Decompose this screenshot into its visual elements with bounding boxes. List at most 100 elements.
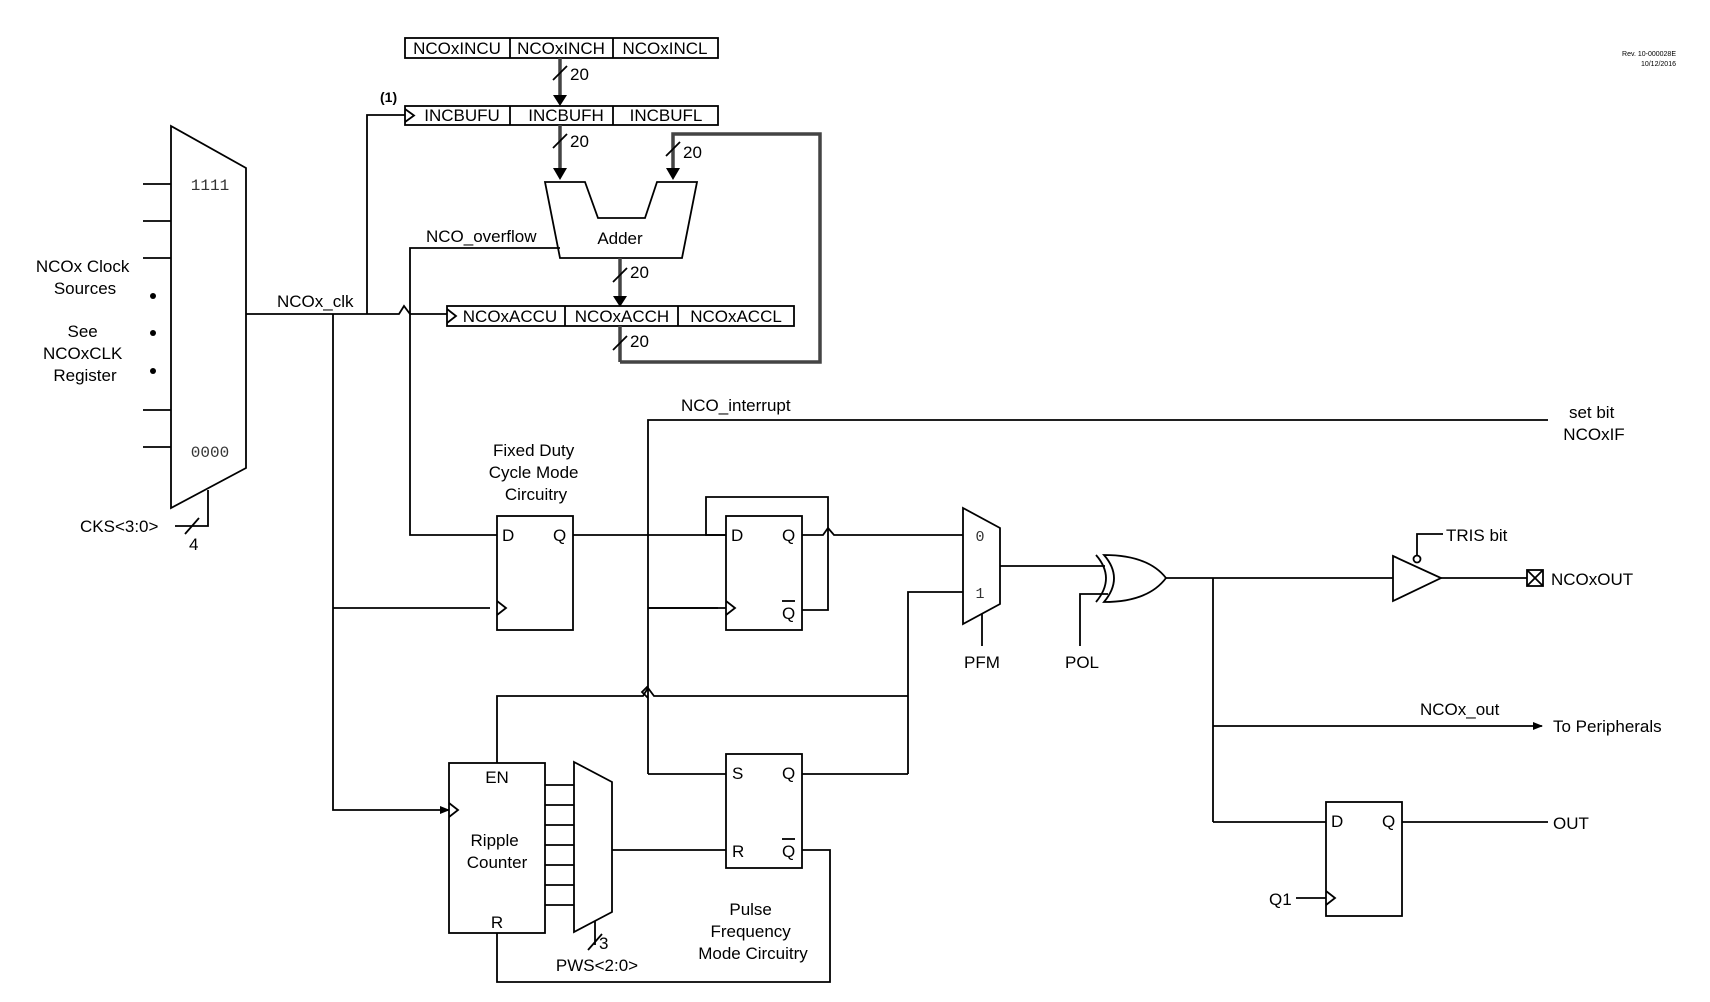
pfm-label: PFM (964, 653, 1000, 672)
dff1-d-pin: D (502, 526, 514, 545)
adder-label: Adder (597, 229, 643, 248)
inc-bus-width: 20 (570, 65, 589, 84)
feedback-bus-arrow (666, 168, 680, 180)
to-peripherals-label: To Peripherals (1553, 717, 1662, 736)
tris-inversion-bubble (1412, 554, 1422, 564)
sr-q-pin: Q (782, 764, 795, 783)
acc-bus-slash (612, 335, 628, 351)
buf-bus-arrow (553, 168, 567, 180)
pws-mux (573, 760, 613, 934)
sr-latch: S R Q Q (725, 753, 803, 869)
cks-select-line (175, 490, 209, 527)
accumulator-feedback-bus (620, 132, 822, 364)
see-register-label: See NCOxCLK Register (43, 322, 127, 385)
q1-label: Q1 (1269, 890, 1292, 909)
dff2-d-pin: D (731, 526, 743, 545)
reg-ncoxaccu: NCOxACCU (463, 307, 557, 326)
pol-label: POL (1065, 653, 1099, 672)
fixed-duty-label: Fixed Duty Cycle Mode Circuitry (489, 441, 584, 504)
nco-overflow-wire (409, 247, 560, 536)
dff3-q-pin: Q (1382, 812, 1395, 831)
output-dff: D Q (1325, 801, 1403, 917)
pfm-mux (962, 506, 1001, 626)
reg-ncoxincu: NCOxINCU (413, 39, 501, 58)
toggle-dff: D Q Q (725, 515, 803, 631)
sr-r-pin: R (732, 842, 744, 861)
revision-number: Rev. 10-000028E (1622, 51, 1676, 58)
ncox-clk-trunk-wire (332, 314, 450, 814)
output-buffer (1392, 554, 1444, 603)
clock-source-mux (170, 124, 247, 510)
adder-bus-slash (612, 267, 628, 283)
ff2-feedback-wire (705, 496, 829, 611)
revision-date: 10/12/2016 (1641, 61, 1676, 68)
pulse-frequency-label: Pulse Frequency Mode Circuitry (698, 900, 808, 963)
inc-bus-arrow (553, 95, 567, 106)
adder-bus-width: 20 (630, 263, 649, 282)
sr-s-pin: S (732, 764, 743, 783)
note-reference: (1) (380, 89, 397, 105)
cks-label: CKS<3:0> (80, 517, 159, 536)
adder (543, 181, 699, 259)
inc-buffer-register: INCBUFU INCBUFH INCBUFL (404, 105, 719, 126)
adder-bus-arrow (613, 296, 627, 307)
ncox-out-label: NCOx_out (1420, 700, 1500, 719)
out-label: OUT (1553, 814, 1589, 833)
inc-bus-slash (552, 65, 568, 81)
cks-slash (184, 517, 200, 535)
nco-interrupt-label: NCO_interrupt (681, 396, 791, 415)
reg-incbufh: INCBUFH (528, 106, 604, 125)
ripple-en-pin: EN (485, 768, 509, 787)
acc-bus-width: 20 (630, 332, 649, 351)
dff2-q-pin: Q (782, 526, 795, 545)
pws-slash (587, 933, 603, 951)
ellipsis-dots (150, 293, 156, 374)
sr-qbar-pin: Q (782, 842, 795, 861)
reg-ncoxinch: NCOxINCH (517, 39, 605, 58)
pfm-in0-label: 0 (975, 529, 984, 546)
fixed-duty-dff: D Q (496, 515, 574, 631)
cks-width: 4 (189, 535, 198, 554)
ripple-en-wire (496, 686, 908, 763)
pfm-in1-label: 1 (975, 586, 984, 603)
nco-acc-register: NCOxACCU NCOxACCH NCOxACCL (446, 305, 795, 327)
ncox-clk-to-acc-wire (246, 304, 447, 315)
pol-wire (1079, 593, 1108, 646)
nco-inc-register: NCOxINCU NCOxINCH NCOxINCL (404, 37, 719, 59)
ripple-counter-taps (545, 784, 574, 906)
mux-sel-1111: 1111 (191, 177, 229, 195)
set-bit-label: set bit NCOxIF (1563, 403, 1624, 444)
ripple-counter-label: Ripple Counter (467, 831, 528, 872)
clock-sources-label: NCOx Clock Sources (36, 257, 134, 298)
pws-label: PWS<2:0> (556, 956, 638, 975)
nco-interrupt-wire (640, 419, 1548, 774)
buf-bus-slash (552, 133, 568, 149)
tris-label: TRIS bit (1446, 526, 1508, 545)
ripple-r-pin: R (491, 913, 503, 932)
feedback-bus-slash (665, 141, 681, 157)
pws-width: 3 (599, 934, 608, 953)
polarity-xor-gate (1095, 554, 1168, 603)
nco-overflow-label: NCO_overflow (426, 227, 537, 246)
ripple-reset-wire (496, 849, 831, 983)
dff2-qbar-pin: Q (782, 604, 795, 623)
buf-bus-width: 20 (570, 132, 589, 151)
reg-ncoxacch: NCOxACCH (575, 307, 669, 326)
reg-incbufu: INCBUFU (424, 106, 500, 125)
reg-ncoxincl: NCOxINCL (622, 39, 707, 58)
clock-source-inputs (143, 183, 171, 448)
ncoxout-pin (1526, 569, 1544, 587)
feedback-bus-width: 20 (683, 143, 702, 162)
mux-sel-0000: 0000 (191, 444, 229, 462)
ripple-counter: EN R Ripple Counter (448, 762, 546, 934)
ncox-clk-label: NCOx_clk (277, 292, 354, 311)
dff3-d-pin: D (1331, 812, 1343, 831)
reg-ncoxaccl: NCOxACCL (690, 307, 782, 326)
reg-incbufl: INCBUFL (630, 106, 703, 125)
tris-wire (1416, 533, 1443, 555)
ncoxout-label: NCOxOUT (1551, 570, 1633, 589)
ncox-clk-to-buf-wire (366, 114, 405, 314)
ff2-q-to-pfm-wire (802, 526, 963, 536)
dff1-q-pin: Q (553, 526, 566, 545)
